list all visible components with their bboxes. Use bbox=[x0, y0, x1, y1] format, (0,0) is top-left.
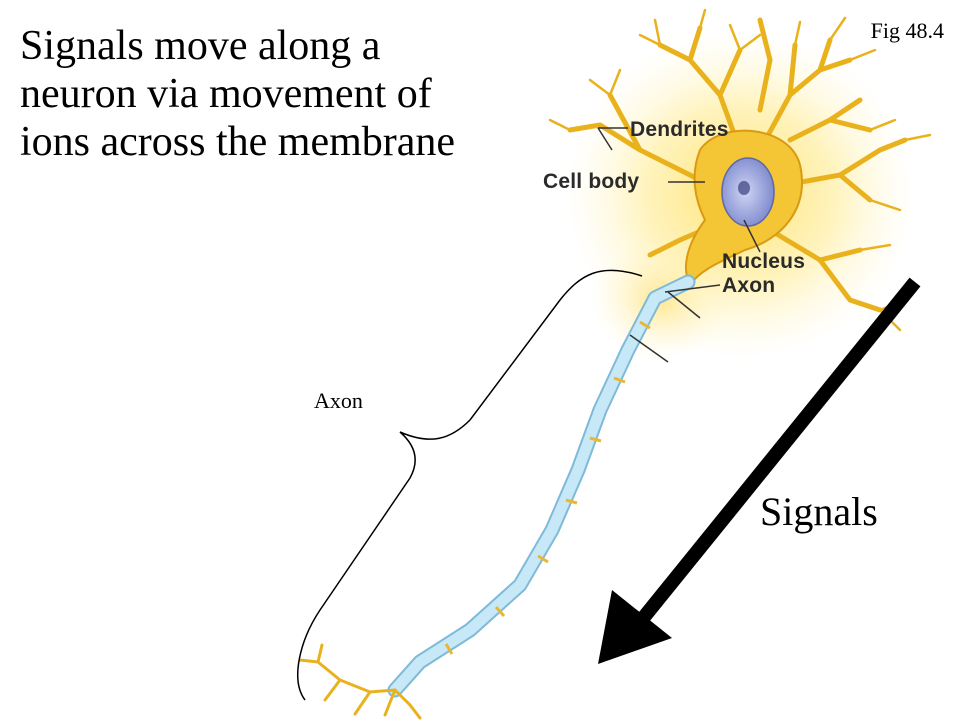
nodes-of-ranvier bbox=[444, 320, 651, 655]
signals-arrow bbox=[598, 277, 921, 664]
label-dendrites: Dendrites bbox=[630, 118, 729, 141]
label-leader-lines bbox=[597, 127, 761, 363]
slide-title: Signals move along a neuron via movement… bbox=[20, 22, 540, 166]
dendrites bbox=[567, 17, 908, 313]
signals-label: Signals bbox=[760, 489, 878, 534]
brace-label-axon: Axon bbox=[314, 388, 363, 413]
label-cell-body: Cell body bbox=[543, 170, 640, 193]
title-line-2: neuron via movement of bbox=[20, 71, 432, 117]
label-axon: Axon bbox=[722, 274, 776, 297]
figure-reference: Fig 48.4 bbox=[870, 18, 944, 43]
label-nucleus: Nucleus bbox=[722, 250, 806, 273]
title-line-3: ions across the membrane bbox=[20, 119, 456, 165]
dendrite-twigs bbox=[548, 8, 932, 332]
title-line-1: Signals move along a bbox=[20, 23, 381, 69]
axon-terminals bbox=[298, 643, 422, 720]
axon-brace bbox=[297, 269, 643, 701]
